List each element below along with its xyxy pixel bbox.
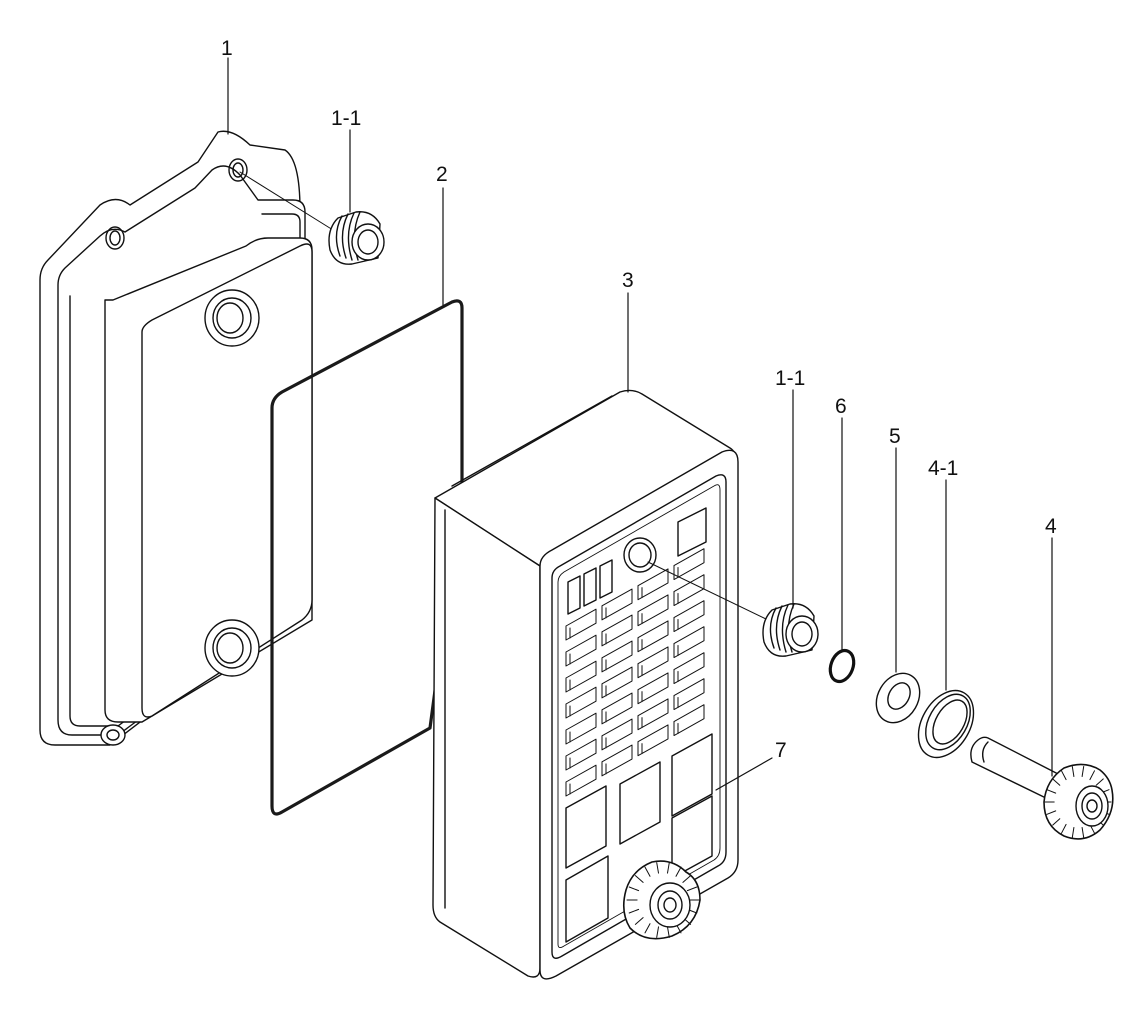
callout-5: 5 <box>889 425 901 448</box>
knob-rib <box>644 923 651 934</box>
fuse-slot <box>601 692 633 725</box>
part-4-1-seal-ring <box>917 689 975 759</box>
callout-1: 1 <box>221 37 233 60</box>
fuse-slot <box>601 718 633 751</box>
fuse-slot <box>673 704 705 737</box>
fuse-slot <box>601 640 633 673</box>
fuse-slot <box>637 594 669 627</box>
callout-4: 4 <box>1045 515 1057 538</box>
fuse-slot <box>637 568 669 601</box>
knob-rib <box>1061 823 1067 834</box>
knob-rib <box>1071 827 1075 838</box>
fuse-slot <box>637 724 669 757</box>
knob-rib <box>1061 770 1067 781</box>
fuse-slot <box>637 672 669 705</box>
knob-rib <box>682 875 692 883</box>
callout-1-1-right: 1-1 <box>775 367 806 390</box>
callout-2: 2 <box>436 163 448 186</box>
knob-rib <box>644 866 651 877</box>
leader-lines <box>227 57 1053 791</box>
knob-rib <box>1081 766 1085 777</box>
fuse-slot <box>601 614 633 647</box>
knob-rib <box>1071 766 1075 777</box>
knob-rib <box>1081 827 1085 838</box>
fuse-slot <box>601 588 633 621</box>
fuse-slot <box>637 698 669 731</box>
fuse-slot <box>565 660 597 693</box>
callout-4-1: 4-1 <box>928 457 959 480</box>
knob-rib <box>1052 778 1061 786</box>
fuse-slot <box>601 666 633 699</box>
knob-rib <box>1046 789 1057 794</box>
fuse-slot <box>673 678 705 711</box>
knob-rib <box>686 886 698 892</box>
callout-7: 7 <box>775 739 787 762</box>
knob-rib <box>634 917 644 925</box>
fuse-slot <box>565 608 597 641</box>
fuse-slot <box>673 626 705 659</box>
fuse-slot <box>565 712 597 745</box>
fuse-slot <box>565 686 597 719</box>
fuse-slot <box>601 744 633 777</box>
fuse-slot <box>565 764 597 797</box>
part-4-knob-shaft <box>970 736 1114 840</box>
part-5-washer <box>875 672 921 724</box>
part-2-gasket <box>270 299 464 816</box>
callout-6: 6 <box>835 395 847 418</box>
knob-rib <box>628 886 640 892</box>
fuse-slot <box>673 652 705 685</box>
fuse-slot <box>673 600 705 633</box>
relay-blocks <box>565 733 713 943</box>
knob-rib <box>1095 778 1104 786</box>
callout-1-1-top: 1-1 <box>331 107 362 130</box>
part-1-1-grommet-top <box>239 171 385 265</box>
knob-rib <box>1089 770 1095 781</box>
part-1-cover <box>39 130 313 746</box>
callout-3: 3 <box>622 269 634 292</box>
knob-rib <box>628 908 640 914</box>
knob-rib <box>1046 810 1057 815</box>
knob-rib <box>1052 818 1061 826</box>
knob-rib <box>656 862 659 874</box>
part-6-o-ring <box>828 648 856 684</box>
knob-rib <box>667 926 670 938</box>
knob-rib <box>634 875 644 883</box>
knob-rib <box>675 866 682 877</box>
part-1-1-grommet-right <box>647 561 819 657</box>
knob-rib <box>656 926 659 938</box>
part-7-knob <box>622 860 701 940</box>
fuse-slot <box>565 738 597 771</box>
part-3-fuse-box <box>432 389 739 980</box>
knob-rib <box>667 862 670 874</box>
fuse-slot <box>565 634 597 667</box>
fuse-slot <box>637 620 669 653</box>
fuse-slot <box>637 646 669 679</box>
fuse-grid <box>565 548 705 797</box>
